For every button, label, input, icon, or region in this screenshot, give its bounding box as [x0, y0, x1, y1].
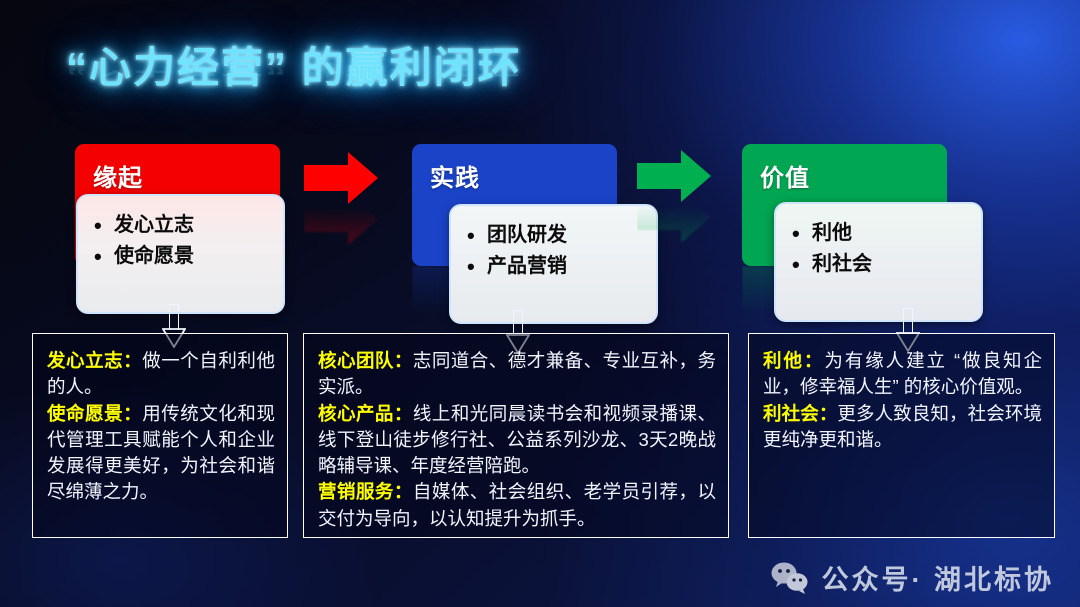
stage-value-card: 利他 利社会 — [774, 202, 983, 322]
stage-practice-bullet-list: 团队研发 产品营销 — [467, 219, 646, 284]
page-title: “心力经营” 的赢利闭环 “心力经营” 的赢利闭环 — [66, 34, 626, 134]
detail-text: 志同道合、德才兼备、专业互补，务实派。 — [318, 350, 716, 398]
detail-paragraph: 利他：为有缘人建立 “做良知企业，修幸福人生” 的核心价值观。 — [763, 348, 1042, 401]
connector-stem — [513, 310, 523, 336]
footer-watermark: 公众号· 湖北标协 — [770, 558, 1055, 597]
arrow-head — [681, 150, 711, 202]
detail-text: 更多人致良知，社会环境更纯净更和谐。 — [763, 402, 1042, 450]
detail-text: 做一个自利利他的人。 — [47, 350, 275, 398]
list-item: 利他 — [792, 217, 971, 251]
arrow-shaft — [304, 165, 348, 191]
detail-paragraph: 利社会：更多人致良知，社会环境更纯净更和谐。 — [763, 401, 1042, 454]
arrow-origin-to-practice — [304, 152, 378, 204]
list-item: 团队研发 — [467, 219, 646, 253]
value-detail-box: 利他：为有缘人建立 “做良知企业，修幸福人生” 的核心价值观。 利社会：更多人致… — [748, 333, 1055, 538]
stage-origin-bullet-list: 发心立志 使命愿景 — [94, 209, 273, 274]
detail-label: 核心团队： — [318, 350, 413, 371]
detail-text: 用传统文化和现代管理工具赋能个人和企业发展得更美好，为社会和谐尽绵薄之力。 — [47, 402, 275, 503]
list-item: 发心立志 — [94, 209, 273, 243]
connector-stem — [169, 304, 179, 330]
detail-paragraph: 营销服务：自媒体、社会组织、老学员引荐，以交付为导向，以认知提升为抓手。 — [318, 479, 716, 532]
stage-value-header-label: 价值 — [760, 165, 810, 192]
connector-stem — [903, 308, 913, 334]
detail-label: 使命愿景： — [47, 402, 143, 424]
stage-practice-card: 团队研发 产品营销 — [449, 204, 658, 324]
stage-origin-header-label: 缘起 — [93, 165, 143, 192]
stage-practice-header-label: 实践 — [430, 165, 480, 192]
list-item: 产品营销 — [467, 250, 646, 284]
arrow-practice-to-value — [637, 150, 711, 202]
detail-label: 发心立志： — [47, 350, 143, 371]
detail-label: 利社会： — [763, 402, 838, 424]
connector-tip — [506, 334, 530, 354]
connector-tip — [162, 328, 186, 348]
connector-arrow-origin — [162, 304, 186, 348]
detail-paragraph: 发心立志：做一个自利利他的人。 — [47, 348, 275, 401]
connector-arrow-practice — [506, 310, 530, 354]
page-title-text: “心力经营” 的赢利闭环 — [66, 44, 522, 91]
arrow-head — [348, 152, 378, 204]
practice-detail-box: 核心团队：志同道合、德才兼备、专业互补，务实派。 核心产品：线上和光同晨读书会和… — [303, 333, 729, 538]
detail-label: 营销服务： — [318, 481, 413, 503]
footer-text: 公众号· 湖北标协 — [821, 565, 1054, 595]
detail-text: 线上和光同晨读书会和视频录播课、线下登山徒步修行社、公益系列沙龙、3天2晚战略辅… — [318, 402, 716, 477]
stage-value-bullet-list: 利他 利社会 — [792, 217, 971, 282]
arrow-origin-to-practice-reflection — [304, 193, 378, 245]
detail-text: 为有缘人建立 “做良知企业，修幸福人生” 的核心价值观。 — [763, 350, 1042, 398]
stage-origin-card: 发心立志 使命愿景 — [76, 194, 285, 314]
list-item: 使命愿景 — [94, 240, 273, 274]
detail-paragraph: 核心产品：线上和光同晨读书会和视频录播课、线下登山徒步修行社、公益系列沙龙、3天… — [318, 401, 716, 480]
wechat-icon — [770, 561, 810, 595]
origin-detail-box: 发心立志：做一个自利利他的人。 使命愿景：用传统文化和现代管理工具赋能个人和企业… — [32, 333, 288, 538]
detail-paragraph: 核心团队：志同道合、德才兼备、专业互补，务实派。 — [318, 348, 716, 401]
list-item: 利社会 — [792, 248, 971, 282]
detail-label: 核心产品： — [318, 402, 413, 424]
detail-text: 自媒体、社会组织、老学员引荐，以交付为导向，以认知提升为抓手。 — [318, 481, 716, 529]
detail-paragraph: 使命愿景：用传统文化和现代管理工具赋能个人和企业发展得更美好，为社会和谐尽绵薄之… — [47, 401, 275, 506]
detail-label: 利他： — [763, 350, 825, 371]
arrow-shaft — [637, 163, 681, 189]
